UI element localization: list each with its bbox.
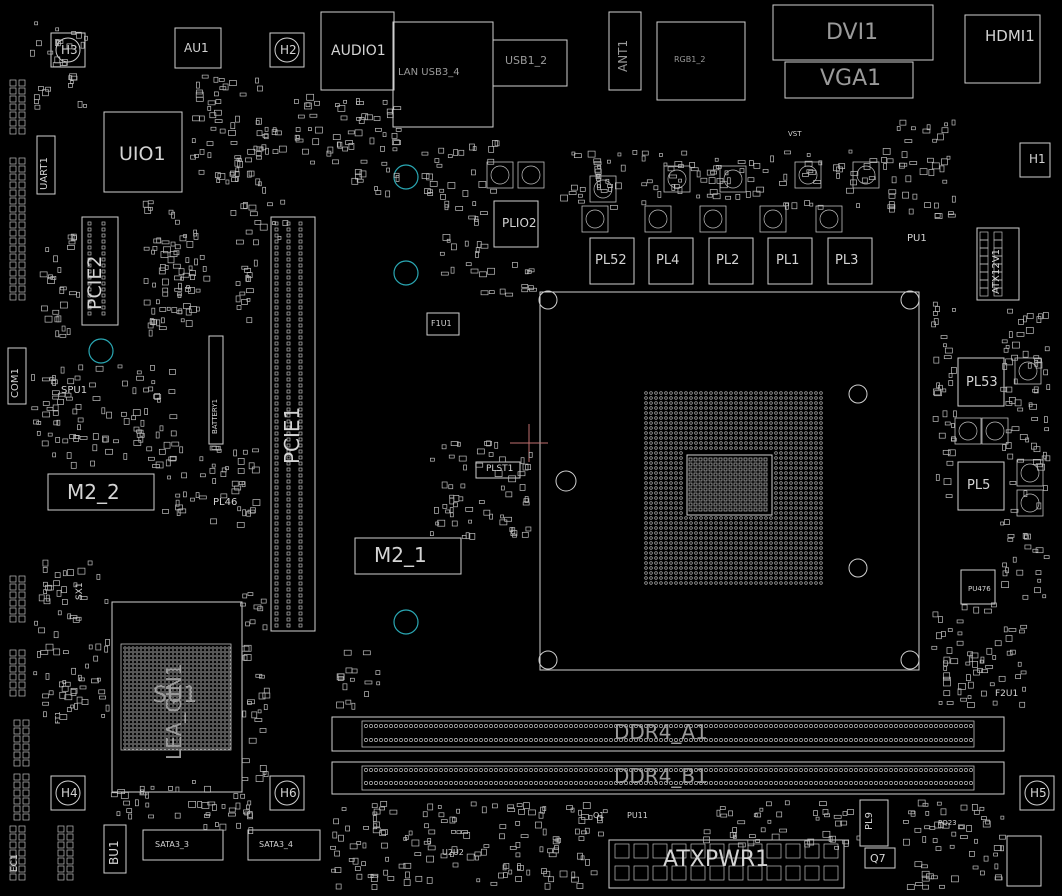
uio1-label: UIO1 [119,143,166,165]
plst1-label: PLST1 [486,464,514,474]
pl9-label: PL9 [864,812,875,830]
hdmi1-label: HDMI1 [985,27,1035,45]
uart1-label: UART1 [39,157,50,190]
com1-label: COM1 [10,368,21,398]
pu11-label: PU11 [627,811,648,820]
battery1-label: BATTERY1 [211,398,219,434]
h2-label: H2 [280,43,297,57]
pl46-label: PL46 [213,497,238,508]
pu476-label: PU476 [968,585,991,593]
ddr4-b1-label: DDR4_B1 [614,764,708,788]
h4-label: H4 [61,786,78,800]
plio2-label: PLIO2 [502,216,537,230]
cpu-socket-outline [539,291,920,671]
cpu-core-area [686,454,773,516]
pl1-label: PL1 [776,253,800,268]
pl3-label: PL3 [835,253,859,268]
rgb-label: RGB1_2 [674,55,706,64]
ddr4-b1-outline [331,761,1005,795]
usb12-label: USB1_2 [505,54,548,67]
pl53-label: PL53 [966,375,998,390]
pcie1-outline [270,216,316,632]
h6-label: H6 [280,786,297,800]
ec1-label: EC1 [10,854,20,872]
f2u1-label: F2U1 [995,689,1019,699]
pcie1-label: PCIE1 [280,406,304,464]
sata3-4-label: SATA3_4 [259,840,293,849]
pcie2-label: PCIE2 [84,255,106,310]
m2-1-label: M2_1 [374,543,427,567]
ft1-label: FT1 [54,711,62,724]
pl2-label: PL2 [716,253,740,268]
spu1-label: SPU1 [61,385,88,396]
pcie2-outline [81,216,119,326]
h3-label: H3 [61,43,78,57]
ddr4-a1-outline [331,716,1005,752]
pu1-label: PU1 [907,233,927,244]
lea-label: LEA_GIN1 [162,663,186,760]
sx1-label: SX1 [75,582,85,600]
m2-2-label: M2_2 [67,480,120,504]
bu1-label: BU1 [107,840,121,865]
h5-label: H5 [1030,786,1047,800]
pl5-label: PL5 [967,478,991,493]
u2u2-label: U2U2 [442,848,464,857]
sata3-3-label: SATA3_3 [155,840,189,849]
uio1-outline [103,111,183,193]
pl52-label: PL52 [595,253,627,268]
audio1-label: AUDIO1 [331,43,386,59]
pq23-label: PQ23 [938,819,957,827]
dvi1-label: DVI1 [826,20,879,45]
f1u1-label: F1U1 [431,319,452,328]
h1-label: H1 [1029,152,1046,166]
vga1-label: VGA1 [820,66,882,91]
vst-label: VST [788,130,802,138]
atxpwr1-label: ATXPWR1 [663,847,770,872]
su1-label: SU1 [153,683,198,708]
q1-label: Q1 [593,811,605,820]
au1-label: AU1 [184,41,209,55]
pl4-label: PL4 [656,253,680,268]
ant1-label: ANT1 [616,39,630,72]
lan-usb-label: LAN USB3_4 [398,67,460,78]
atx12v1-label: ATX12V1 [991,249,1002,294]
q7-label: Q7 [870,852,886,865]
ddr4-a1-label: DDR4_A1 [614,720,708,744]
